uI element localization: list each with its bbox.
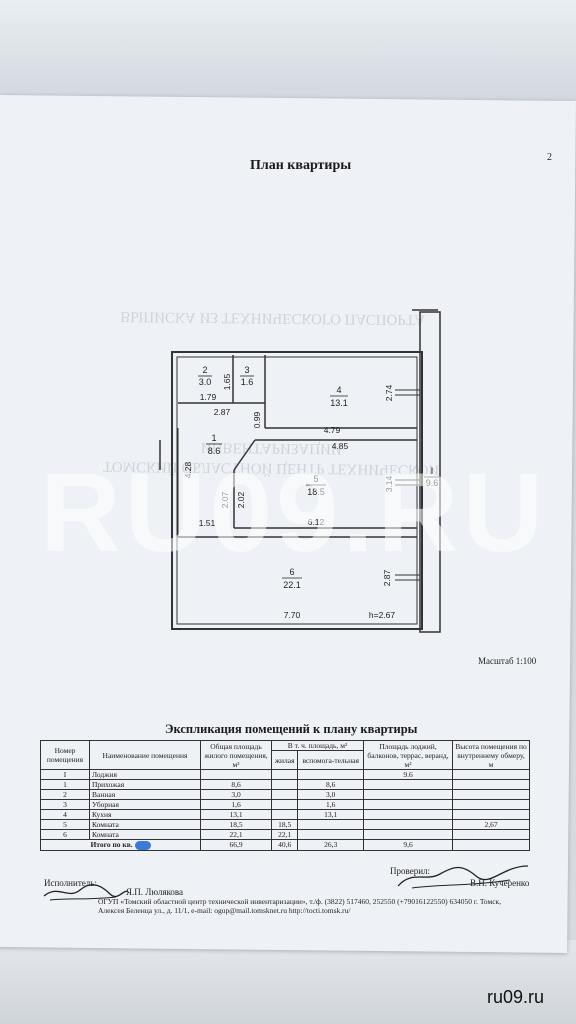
table-row: 6 Комната 22,1 22,1	[40, 829, 530, 840]
header-including: В т. ч. площадь, м²	[271, 740, 364, 751]
ceiling-height: h=2.67	[369, 610, 396, 620]
plan-title: План квартиры	[250, 158, 352, 173]
room-1-number: 1	[211, 433, 216, 443]
room-6-number: 6	[289, 567, 294, 577]
table-row: I Лоджия 9.6	[40, 769, 530, 780]
room-4-area: 13.1	[330, 398, 348, 408]
dim-2-87-b: 2.87	[382, 569, 392, 586]
loggia-outline	[419, 311, 441, 633]
header-name: Наименование помещения	[89, 740, 201, 770]
room-5-number: 5	[313, 474, 318, 484]
room-5-area: 18.5	[307, 487, 325, 497]
table-row: 2 Ванная 3,0 3,0	[40, 789, 530, 800]
background-bottom	[0, 940, 576, 1024]
dim-4-79: 4.79	[324, 425, 341, 435]
dim-1-79: 1.79	[200, 392, 217, 402]
table-total-row: Итого по кв. 66,9 40,6 26,3 9,6	[40, 839, 530, 851]
executor-signature	[43, 884, 129, 901]
room-3-area: 1.6	[241, 377, 254, 387]
room-3-number: 3	[244, 365, 249, 375]
room-4-number: 4	[336, 385, 341, 395]
checker-signature	[397, 865, 529, 889]
executor-name: Я.П. Люлякова	[126, 887, 184, 897]
table-row: 1 Прихожая 8,6 8,6	[40, 779, 530, 790]
dim-6-12: 6.12	[308, 517, 325, 527]
inner-wall-outline	[176, 356, 418, 625]
loggia-number: I	[431, 466, 434, 476]
dim-4-85: 4.85	[332, 441, 349, 451]
loggia-area: 9.6	[426, 478, 439, 488]
explication-title: Экспликация помещений к плану квартиры	[165, 722, 418, 736]
total-label: Итого по кв.	[90, 840, 133, 849]
room-1-area: 8.6	[208, 446, 221, 456]
watermark: RU09.RU	[40, 450, 548, 575]
table-row: 3 Уборная 1,6 1,6	[40, 799, 530, 810]
dim-2-02: 2.02	[236, 491, 246, 508]
room-2-number: 2	[202, 365, 207, 375]
dim-1-65: 1.65	[222, 373, 232, 390]
explication-table: Номер помещения Наименование помещения О…	[40, 740, 530, 851]
dim-1-51: 1.51	[199, 518, 216, 528]
header-loggia: Площадь лоджий, балконов, террас, веранд…	[363, 740, 453, 770]
header-total: Общая площадь жилого помещения, м²	[200, 740, 272, 770]
dim-3-14: 3.14	[384, 475, 394, 492]
dim-2-74: 2.74	[384, 384, 394, 401]
checker-name: В.Н. Кучеренко	[470, 878, 530, 888]
table-row: 4 Кухня 13,1 13,1	[40, 809, 530, 820]
header-living: жилая	[270, 750, 299, 770]
outer-wall	[171, 351, 423, 630]
header-number: Номер помещения	[40, 740, 90, 770]
floor-plan: 2 3.0 3 1.6 4 13.1 1 8.6 5 18.5 6 22.1 I…	[159, 309, 441, 633]
dim-7-70: 7.70	[284, 610, 301, 620]
header-aux: вспомога-тельная	[297, 750, 364, 770]
room-6-area: 22.1	[283, 580, 301, 590]
room-2-area: 3.0	[199, 377, 212, 387]
dim-0-99: 0.99	[252, 411, 262, 428]
header-height: Высота помещения по внутреннему обмеру, …	[452, 740, 530, 770]
scale-label: Масштаб 1:100	[478, 656, 537, 666]
dim-2-07: 2.07	[220, 491, 230, 508]
background-top	[0, 0, 576, 110]
dim-2-87-a: 2.87	[214, 407, 231, 417]
executor-label: Исполнитель:	[44, 878, 97, 888]
ink-blot	[134, 840, 151, 850]
checker-label: Проверил:	[390, 866, 430, 876]
table-row: 5 Комната 18,5 18,5 2,67	[40, 819, 530, 830]
organization-footer: ОГУП «Томский областной центр техническо…	[98, 897, 502, 915]
brand-watermark: ru09.ru	[487, 987, 545, 1007]
page-number: 2	[547, 152, 552, 163]
dim-4-28: 4.28	[183, 461, 193, 478]
